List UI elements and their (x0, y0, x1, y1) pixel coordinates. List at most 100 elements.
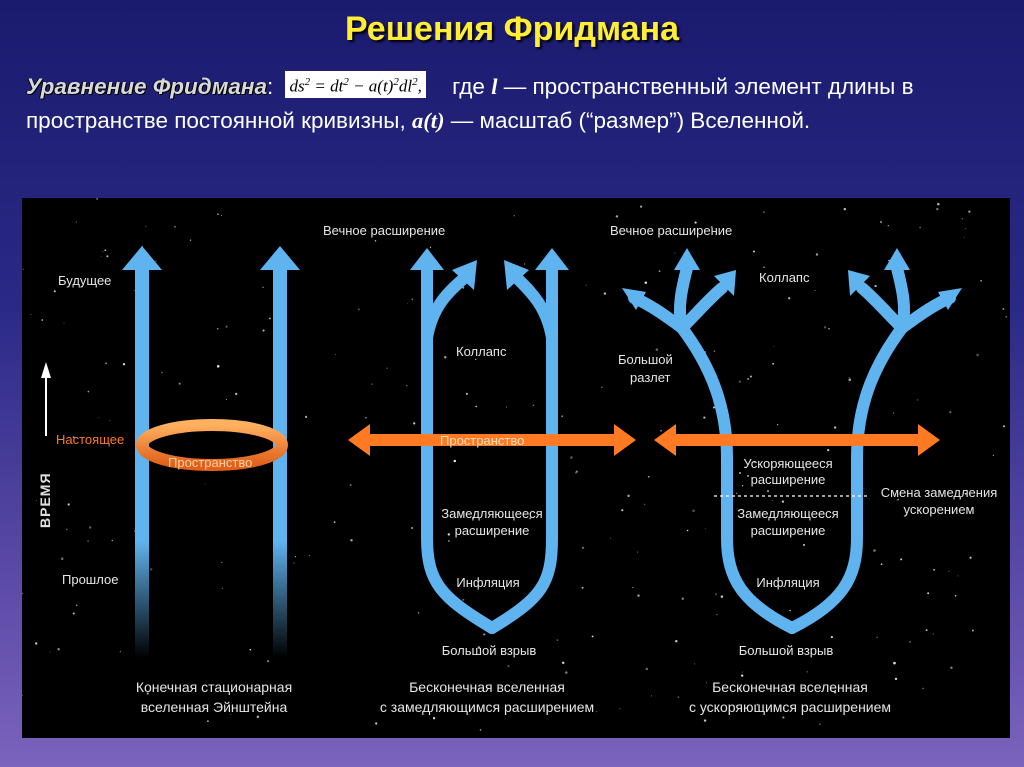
star (561, 415, 564, 418)
formula-ds: ds (289, 77, 305, 96)
star (621, 509, 624, 512)
star (411, 298, 414, 301)
star (161, 371, 163, 374)
star (925, 629, 928, 632)
star (610, 537, 612, 539)
decelerating-universe (421, 262, 558, 634)
formula-dt: = dt (310, 77, 344, 96)
star (658, 270, 661, 272)
axis-label-present: Настоящее (56, 432, 124, 447)
star (720, 595, 724, 598)
space-label-middle: Пространство (440, 433, 524, 448)
star (405, 384, 408, 387)
intro-paragraph: Уравнение Фридмана: ds2 = dt2 − a(t)2dl2… (26, 70, 1006, 138)
right-eternal-label: Вечное расширение (610, 223, 732, 238)
star (104, 249, 107, 251)
arrowhead-right-icon (260, 246, 300, 270)
star (1005, 315, 1008, 318)
star (710, 226, 713, 229)
star (475, 358, 477, 361)
worldline-right (273, 268, 287, 658)
star (879, 220, 883, 224)
star (705, 682, 708, 684)
right-arrow-rip-right-icon (938, 288, 962, 310)
accelerating-universe (628, 262, 956, 634)
star (863, 488, 865, 489)
right-branch-left (676, 322, 798, 634)
caption-left-2: вселенная Эйнштейна (141, 699, 288, 715)
right-arrow-rip-left-icon (622, 288, 646, 310)
mid-arrow-collapse-left-icon (452, 260, 477, 290)
right-bigbang-label: Большой взрыв (739, 643, 834, 658)
arrowhead-left-icon (122, 246, 162, 270)
mid-arrow-up-right-icon (535, 248, 569, 270)
star (900, 558, 903, 561)
caption-left-1: Конечная стационарная (136, 679, 292, 695)
right-collapse-label: Коллапс (759, 270, 810, 285)
time-axis: Будущее Настоящее Прошлое ВРЕМЯ (37, 273, 124, 587)
star (462, 598, 465, 601)
right-right-fan-3 (856, 282, 908, 334)
star (262, 286, 264, 289)
star (645, 667, 649, 671)
star (220, 214, 223, 217)
star (747, 474, 749, 477)
star (830, 636, 833, 639)
star (713, 350, 716, 352)
mid-arrow-collapse-right-icon (504, 260, 529, 290)
star (927, 592, 930, 595)
star (601, 386, 603, 388)
right-branch-right (786, 322, 908, 634)
space-label-left: Пространство (168, 455, 252, 470)
star (570, 456, 573, 459)
star (694, 221, 697, 224)
star (694, 663, 696, 665)
star (418, 687, 421, 690)
right-decel-label-1: Замедляющееся (737, 506, 838, 521)
star (922, 687, 924, 690)
star (561, 661, 565, 665)
star (34, 642, 38, 645)
star (637, 594, 640, 597)
star (122, 363, 126, 366)
star (350, 539, 353, 542)
mid-branch-left (421, 262, 498, 634)
star (575, 470, 578, 473)
equation-label: Уравнение Фридмана (26, 74, 267, 99)
star (742, 671, 743, 673)
formula-exp-3: 2 (393, 76, 399, 89)
star (155, 260, 157, 262)
star (715, 593, 718, 596)
star (936, 207, 939, 211)
star (413, 422, 416, 425)
mid-collapse-right (513, 274, 558, 344)
star (632, 587, 634, 589)
mid-decel-label-2: расширение (455, 523, 530, 538)
mid-eternal-label: Вечное расширение (323, 223, 445, 238)
star (1002, 308, 1005, 310)
right-decel-label-2: расширение (751, 523, 826, 538)
star (736, 492, 738, 494)
star (643, 503, 646, 506)
star (102, 251, 104, 253)
star (22, 694, 23, 696)
star (235, 392, 238, 396)
star (937, 202, 940, 206)
star (507, 665, 510, 668)
star (529, 517, 532, 520)
star (465, 392, 468, 395)
star (766, 490, 770, 493)
star (753, 461, 756, 464)
right-left-fan-3 (676, 282, 728, 334)
star (225, 325, 228, 328)
star (647, 475, 650, 478)
star (876, 636, 878, 638)
star (216, 327, 219, 330)
star (407, 303, 409, 305)
star (1002, 425, 1006, 428)
space-arrow-right (654, 424, 940, 456)
star (53, 290, 56, 293)
star (293, 562, 295, 564)
axis-label-time: ВРЕМЯ (37, 472, 53, 528)
star (230, 714, 232, 715)
